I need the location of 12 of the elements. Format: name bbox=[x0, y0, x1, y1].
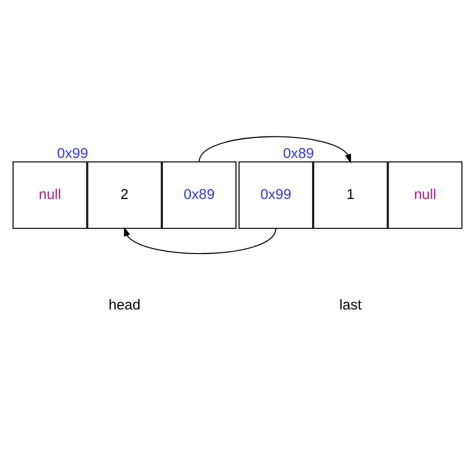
node-box: 1 bbox=[312, 160, 388, 228]
node-box: 0x99 bbox=[238, 160, 313, 228]
label: last bbox=[338, 296, 362, 313]
node-box: 2 bbox=[86, 160, 162, 228]
node-box: null bbox=[387, 160, 462, 228]
node-box: null bbox=[12, 160, 87, 228]
label: head bbox=[108, 296, 140, 313]
node-label: 0x89 bbox=[282, 146, 314, 162]
arrow bbox=[123, 226, 276, 254]
node-label: 0x99 bbox=[56, 146, 88, 162]
arrow bbox=[198, 136, 351, 163]
node-box: 0x89 bbox=[161, 160, 236, 228]
